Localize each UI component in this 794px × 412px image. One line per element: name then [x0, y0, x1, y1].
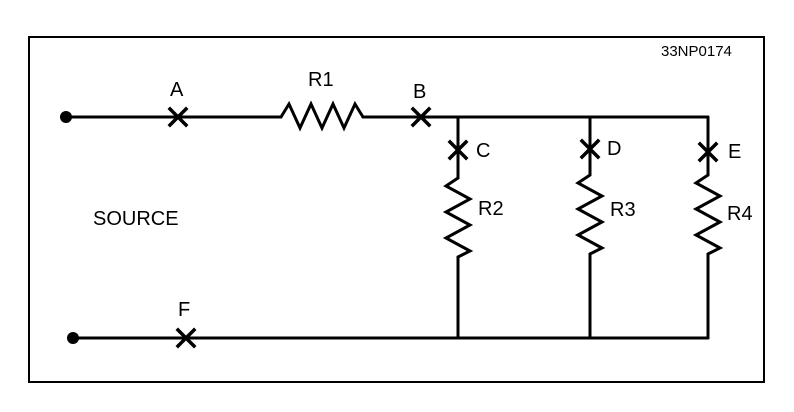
test-point-d-label: D	[607, 138, 622, 160]
resistor-r4-label: R4	[727, 203, 753, 225]
test-point-e-marker	[697, 141, 719, 163]
test-point-b-marker	[410, 106, 432, 128]
resistor-r3	[574, 173, 606, 256]
figure-id-label: 33NP0174	[661, 43, 732, 60]
test-point-a-marker	[167, 106, 189, 128]
source-label: SOURCE	[93, 208, 179, 230]
test-point-f-label: F	[178, 299, 191, 321]
test-point-b-label: B	[413, 81, 427, 103]
test-point-a-label: A	[170, 79, 184, 101]
resistor-r4	[692, 173, 724, 256]
resistor-r1-label: R1	[308, 69, 334, 91]
resistor-r2	[442, 176, 474, 259]
test-point-e-label: E	[728, 141, 742, 163]
source-terminal-top	[60, 111, 72, 123]
source-terminal-bottom	[67, 332, 79, 344]
test-point-f-marker	[175, 327, 197, 349]
test-point-c-marker	[447, 139, 469, 161]
resistor-r1	[279, 100, 365, 132]
test-point-d-marker	[579, 138, 601, 160]
resistor-r2-label: R2	[478, 198, 504, 220]
test-point-c-label: C	[476, 140, 491, 162]
diagram-frame	[28, 36, 765, 383]
resistor-r3-label: R3	[610, 199, 636, 221]
